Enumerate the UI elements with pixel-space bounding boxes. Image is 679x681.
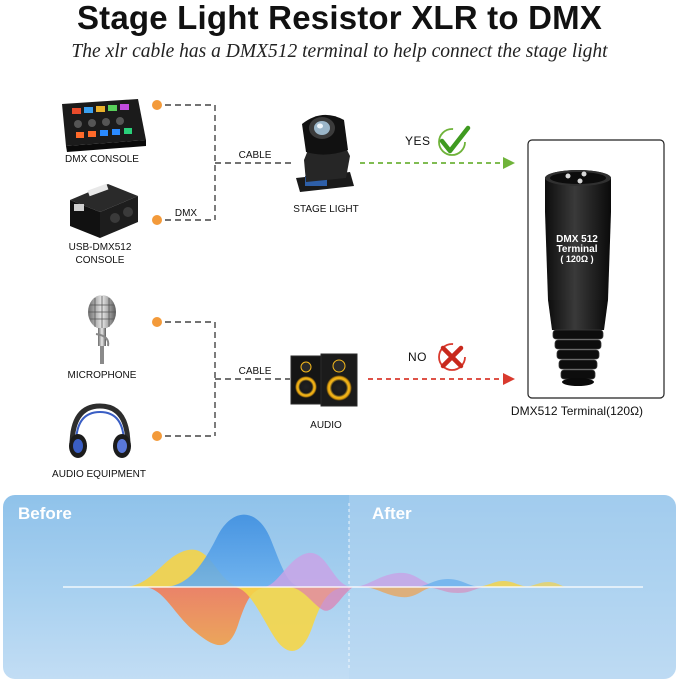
usb-dmx512-label-line1: USB-DMX512 [69, 242, 132, 253]
xlr-terminal-icon: DMX 512 Terminal ( 120Ω ) [527, 139, 665, 399]
yes-arrow-head [503, 157, 515, 169]
connector-dot [152, 215, 162, 225]
headphones-icon [69, 403, 131, 458]
dmx-console-label: DMX CONSOLE [65, 154, 139, 165]
audio-label: AUDIO [310, 420, 342, 431]
usb-dmx512-label-line2: CONSOLE [76, 255, 125, 266]
terminal-engraving-line2: Terminal [557, 244, 598, 255]
after-label: After [372, 504, 412, 523]
connector-dot [152, 317, 162, 327]
no-label: NO [408, 350, 427, 364]
top-cable-label: CABLE [239, 150, 272, 161]
top-wiring [165, 104, 295, 221]
bottom-cable-label: CABLE [239, 366, 272, 377]
before-label: Before [18, 504, 72, 523]
terminal-engraving-line1: DMX 512 [556, 234, 598, 245]
page-subtitle: The xlr cable has a DMX512 terminal to h… [71, 41, 608, 62]
connection-diagram: DMX CONSOLE USB-DMX512 CONSOLE CABLE DMX… [52, 99, 665, 480]
no-arrow-head [503, 373, 515, 385]
dmx-console-icon [62, 99, 146, 152]
waveform-comparison-panel: Before After [3, 495, 676, 679]
microphone-icon [88, 295, 116, 364]
stage-light-icon [296, 114, 354, 192]
dmx-label: DMX [175, 208, 198, 219]
terminal-caption: DMX512 Terminal(120Ω) [511, 404, 643, 418]
audio-speakers-icon [290, 353, 358, 407]
bottom-wiring [165, 321, 290, 437]
waveform-graphic [63, 495, 676, 679]
connector-dot [152, 431, 162, 441]
terminal-engraving-line3: ( 120Ω ) [560, 254, 593, 264]
cross-icon [438, 343, 466, 371]
yes-label: YES [405, 134, 431, 148]
microphone-label: MICROPHONE [68, 370, 137, 381]
connector-dot [152, 100, 162, 110]
page-title: Stage Light Resistor XLR to DMX [76, 0, 603, 36]
check-icon [438, 125, 471, 156]
usb-dmx512-console-icon [70, 183, 138, 238]
audio-equipment-label: AUDIO EQUIPMENT [52, 469, 146, 480]
stage-light-label: STAGE LIGHT [293, 204, 358, 215]
